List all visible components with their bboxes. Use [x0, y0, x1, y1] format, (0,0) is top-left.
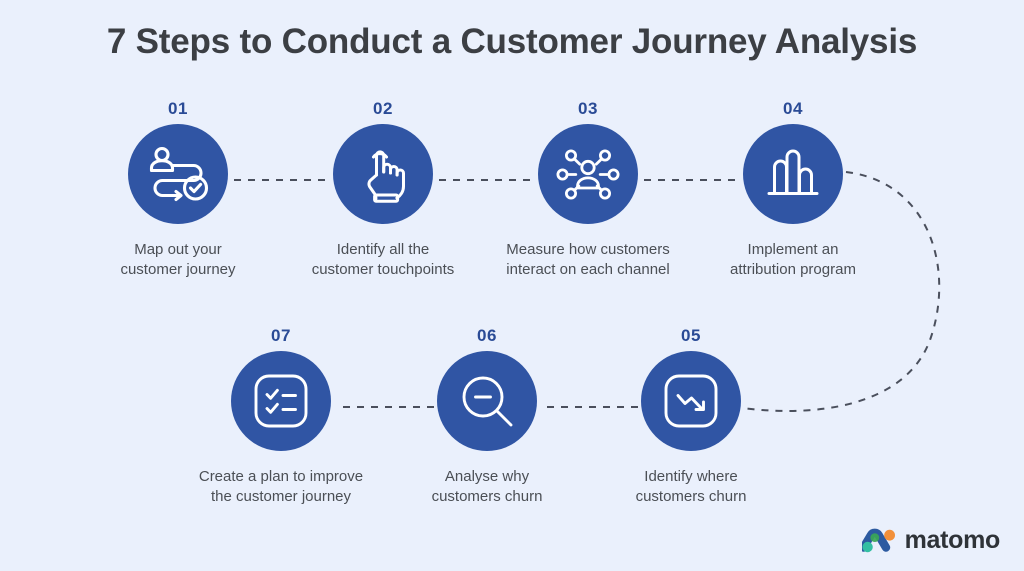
tapping-hand-icon: [367, 150, 405, 203]
bar-chart-icon: [767, 149, 819, 195]
step-item-01[interactable]: 01 Map out your customer journey: [78, 100, 278, 281]
step-icon-circle-01[interactable]: [128, 124, 228, 224]
step-number-05: 05: [681, 326, 701, 345]
step-caption-03: Measure how customers interact on each c…: [506, 241, 670, 279]
matomo-wordmark: matomo: [904, 526, 1001, 554]
step-icon-circle-06[interactable]: [437, 351, 537, 451]
step-item-04[interactable]: 04 Implement an attribution program: [693, 100, 893, 281]
step-number-02: 02: [373, 99, 393, 118]
step-item-03[interactable]: 03: [488, 100, 688, 281]
step-caption-02: Identify all the customer touchpoints: [311, 241, 455, 279]
step-number-01: 01: [168, 99, 188, 118]
step-icon-circle-07[interactable]: [231, 351, 331, 451]
matomo-logo[interactable]: matomo: [861, 526, 1001, 554]
journey-path-person-check-icon: [149, 146, 209, 202]
checklist-icon: [254, 374, 308, 428]
magnifier-minus-icon: [462, 376, 513, 427]
step-caption-01: Map out your customer journey: [120, 241, 236, 279]
step-number-03: 03: [578, 99, 598, 118]
step-item-07[interactable]: 07 Create a plan to improve the customer…: [181, 327, 381, 508]
step-caption-05: Identify where customers churn: [635, 468, 747, 506]
step-icon-circle-02[interactable]: [333, 124, 433, 224]
step-caption-07: Create a plan to improve the customer jo…: [198, 468, 364, 506]
step-number-06: 06: [477, 326, 497, 345]
step-caption-04: Implement an attribution program: [730, 241, 856, 279]
step-number-04: 04: [783, 99, 803, 118]
step-icon-circle-05[interactable]: [641, 351, 741, 451]
step-item-02[interactable]: 02 Identify all the customer touchpoints: [283, 100, 483, 281]
step-item-06[interactable]: 06 Analyse why customers churn: [387, 327, 587, 508]
step-item-05[interactable]: 05 Identify where customers churn: [591, 327, 791, 508]
step-icon-circle-04[interactable]: [743, 124, 843, 224]
matomo-logo-mark-icon: [861, 528, 895, 553]
declining-trend-arrow-icon: [664, 374, 718, 428]
step-number-07: 07: [271, 326, 291, 345]
person-network-nodes-icon: [556, 149, 620, 200]
step-icon-circle-03[interactable]: [538, 124, 638, 224]
page-title: 7 Steps to Conduct a Customer Journey An…: [106, 22, 918, 61]
step-caption-06: Analyse why customers churn: [431, 468, 543, 506]
